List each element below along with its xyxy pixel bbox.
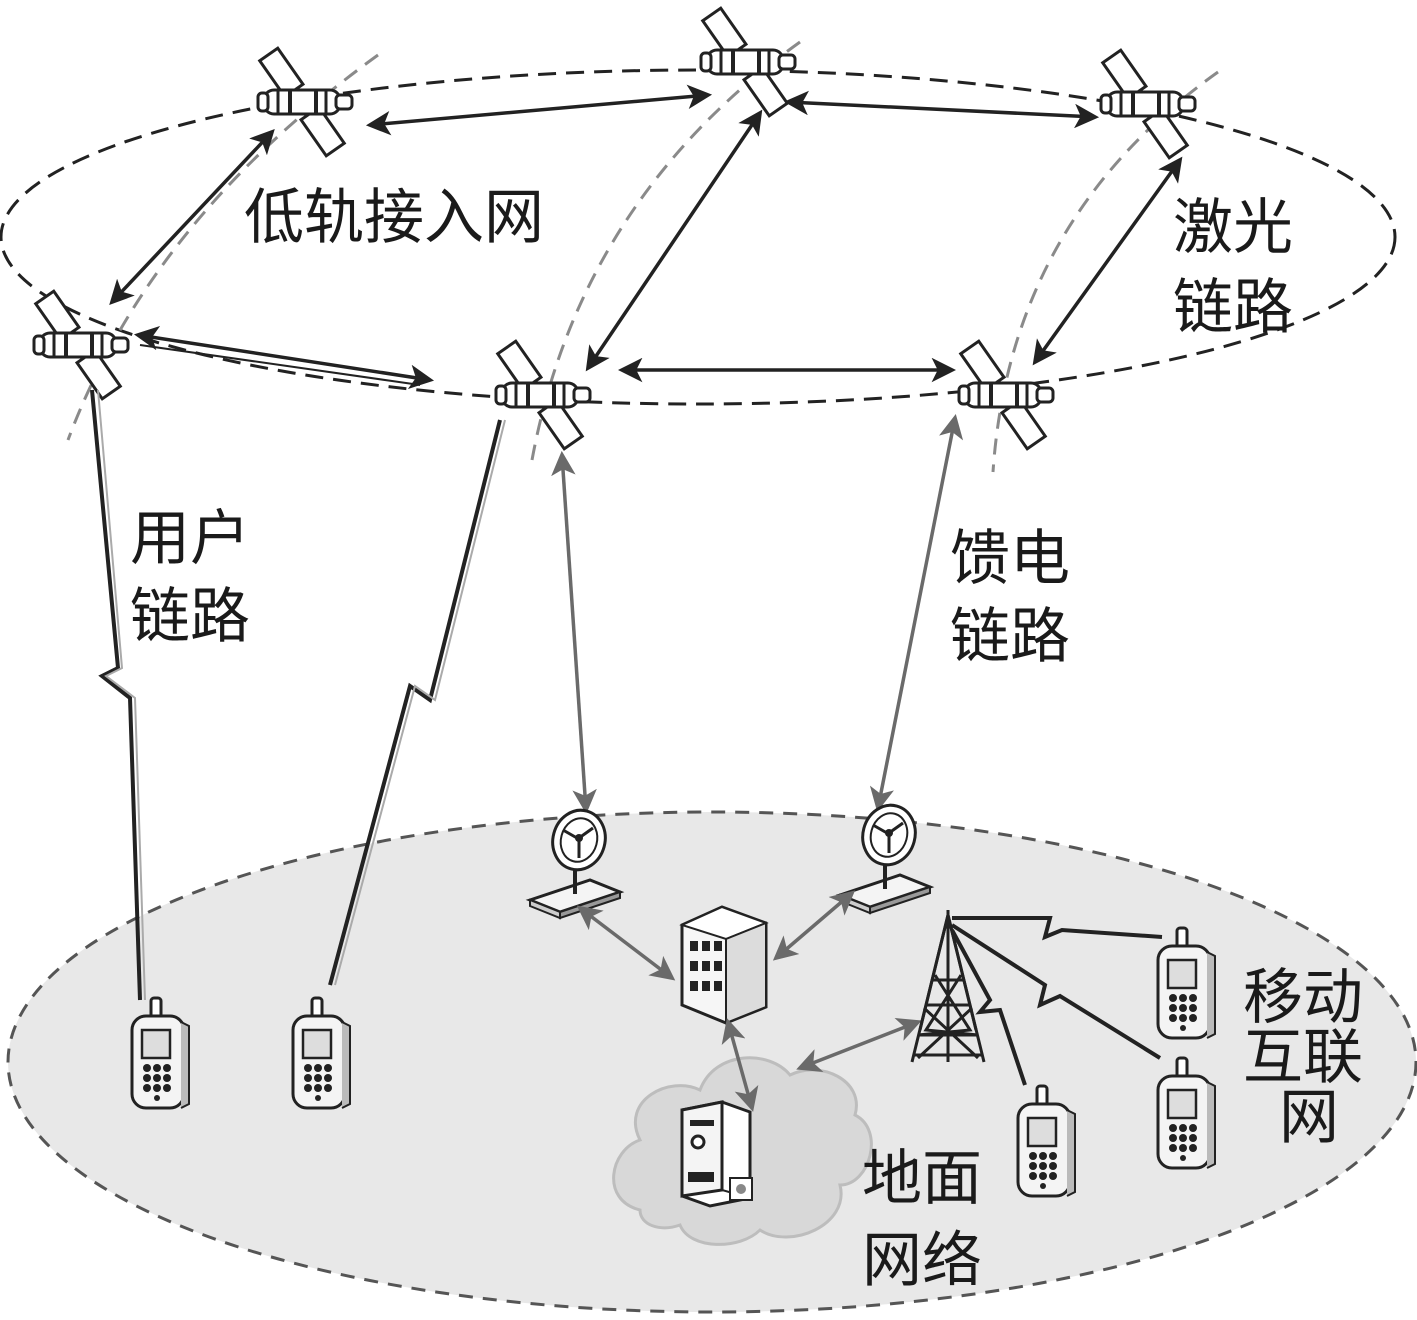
isl-1-4 bbox=[109, 129, 275, 305]
label-user-link-line2: 链路 bbox=[130, 582, 250, 652]
label-laser-link-line1: 激光 bbox=[1173, 193, 1293, 263]
label-ground-network-line2: 网络 bbox=[862, 1226, 982, 1296]
label-feeder-link-line2: 链路 bbox=[950, 602, 1070, 672]
cell-tower-icon bbox=[910, 910, 986, 1063]
label-leo-access-network: 低轨接入网 bbox=[244, 183, 544, 253]
feeder-link-left bbox=[551, 450, 597, 815]
mobile-wireless-links bbox=[950, 916, 1163, 1086]
feeder-link-right bbox=[869, 413, 964, 813]
laser-links bbox=[109, 84, 1183, 389]
satellite-2-icon bbox=[699, 6, 797, 118]
isl-3-6 bbox=[1032, 156, 1183, 366]
satellite-5-icon bbox=[494, 339, 592, 451]
leo-orbit-ellipse bbox=[0, 68, 1397, 406]
label-ground-network-line1: 地面 bbox=[862, 1144, 982, 1214]
label-feeder-link-line1: 馈电 bbox=[950, 524, 1070, 594]
isl-4-5 bbox=[133, 326, 435, 389]
satellite-3-icon bbox=[1099, 48, 1197, 160]
label-laser-link: 激光 链路 bbox=[1173, 188, 1293, 348]
satellite-1-icon bbox=[256, 46, 354, 158]
orbit-track-arcs bbox=[66, 40, 1219, 473]
label-user-link: 用户 链路 bbox=[130, 500, 250, 656]
label-mobile-internet-line1: 移动 bbox=[1243, 963, 1363, 1033]
gateway-building-icon bbox=[679, 905, 769, 1025]
feeder-links bbox=[551, 413, 964, 815]
ground-links bbox=[576, 890, 922, 1112]
label-mobile-internet: 移动 互联 网 bbox=[1243, 968, 1363, 1148]
label-feeder-link: 馈电 链路 bbox=[950, 520, 1070, 676]
label-mobile-internet-line2: 互联 bbox=[1243, 1023, 1363, 1093]
label-user-link-line1: 用户 bbox=[130, 504, 250, 574]
label-laser-link-line2: 链路 bbox=[1173, 273, 1293, 343]
isl-2-3 bbox=[783, 90, 1100, 129]
server-icon bbox=[680, 1100, 753, 1208]
isl-1-2 bbox=[365, 84, 713, 136]
user-links bbox=[90, 389, 502, 1001]
isl-2-5 bbox=[585, 109, 763, 372]
label-ground-network: 地面 网络 bbox=[862, 1138, 982, 1302]
label-mobile-internet-line3: 网 bbox=[1279, 1083, 1339, 1153]
satellite-4-icon bbox=[32, 289, 130, 401]
